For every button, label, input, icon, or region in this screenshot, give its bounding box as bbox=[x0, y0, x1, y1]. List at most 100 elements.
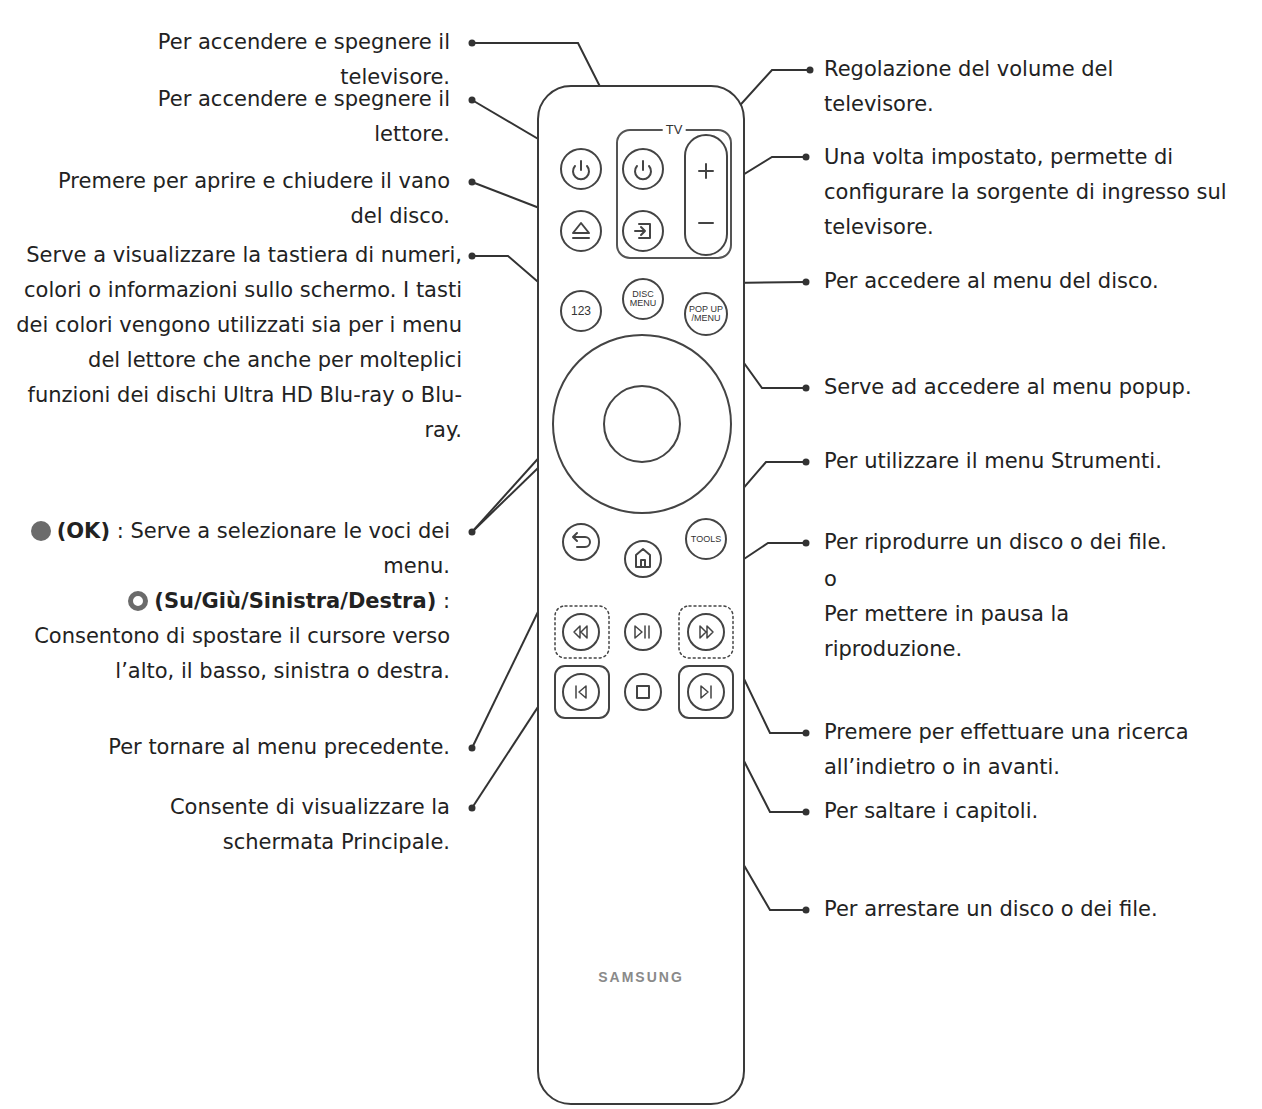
stop-button bbox=[625, 674, 661, 710]
callout-text: Per accendere e spegnere il lettore. bbox=[90, 82, 450, 152]
callout-text: Per utilizzare il menu Strumenti. bbox=[824, 449, 1162, 473]
play-icon bbox=[635, 626, 642, 638]
next-icon bbox=[701, 686, 711, 698]
power-icon bbox=[642, 161, 644, 170]
callout-text: Per riprodurre un disco o dei file. bbox=[824, 525, 1249, 560]
callout-text: o bbox=[824, 562, 1249, 597]
remote-buttons bbox=[539, 87, 747, 1107]
leader-dot bbox=[803, 907, 810, 914]
direction-symbol bbox=[128, 591, 148, 611]
ok-symbol bbox=[31, 521, 51, 541]
leader-dot bbox=[803, 459, 810, 466]
search-group-outline bbox=[679, 606, 733, 658]
previous-icon bbox=[576, 686, 586, 698]
previous-button bbox=[563, 674, 599, 710]
button-name: (OK) bbox=[57, 519, 110, 543]
callout-text: Per arrestare un disco o dei file. bbox=[824, 897, 1158, 921]
power-button bbox=[561, 149, 601, 189]
callout-text: Serve a visualizzare la tastiera di nume… bbox=[14, 238, 462, 448]
callout-text: Premere per effettuare una ricerca all’i… bbox=[824, 715, 1249, 785]
callout-text: Per accedere al menu del disco. bbox=[824, 264, 1249, 299]
next-button bbox=[688, 674, 724, 710]
callout-text: Consente di visualizzare la schermata Pr… bbox=[170, 795, 450, 854]
forward-button bbox=[688, 614, 724, 650]
leader-dot bbox=[803, 385, 810, 392]
callout-text: Una volta impostato, permette di configu… bbox=[824, 140, 1249, 245]
source-icon bbox=[635, 227, 645, 235]
callout-text: Per accedere al menu del disco. bbox=[824, 269, 1159, 293]
tv-power-button bbox=[623, 149, 663, 189]
ok-button bbox=[604, 386, 680, 462]
leader-dot bbox=[469, 745, 476, 752]
leader-dot bbox=[803, 730, 810, 737]
tv-control-group: TV bbox=[616, 129, 732, 259]
leader-dot bbox=[469, 40, 476, 47]
eject-icon bbox=[573, 237, 589, 239]
callout-text: Per accendere e spegnere il televisore. bbox=[90, 25, 450, 95]
callout-text: Per saltare i capitoli. bbox=[824, 794, 1249, 829]
button-label: 123 bbox=[571, 305, 591, 317]
power-icon bbox=[580, 161, 582, 170]
back-button bbox=[563, 524, 599, 560]
forward-icon bbox=[700, 626, 713, 638]
button-name: (Su/Giù/Sinistra/Destra) bbox=[154, 589, 436, 613]
callout-text: : Serve a selezionare le voci dei menu. bbox=[117, 519, 450, 578]
leader-dot bbox=[803, 279, 810, 286]
remote-body: SAMSUNG TV 123 DISC MENU POP UP /MENU TOOLS bbox=[537, 85, 745, 1105]
callout-text: Una volta impostato, permette di configu… bbox=[824, 145, 1227, 239]
eject-button bbox=[561, 211, 601, 251]
button-label: DISC MENU bbox=[627, 290, 659, 308]
callout-text: Per riprodurre un disco o dei file. bbox=[824, 530, 1167, 554]
brand-logo: SAMSUNG bbox=[539, 969, 743, 985]
group-label: TV bbox=[663, 122, 686, 138]
stop-icon bbox=[637, 686, 649, 698]
callout-text: Serve a visualizzare la tastiera di nume… bbox=[16, 243, 462, 442]
leader-dot bbox=[469, 179, 476, 186]
eject-icon bbox=[573, 223, 589, 233]
volume-rocker bbox=[685, 135, 727, 255]
callout-text: Per mettere in pausa la riproduzione. bbox=[824, 602, 1069, 661]
callout-text: Per utilizzare il menu Strumenti. bbox=[824, 444, 1249, 479]
number-button: 123 bbox=[560, 290, 602, 332]
callout-text: Per tornare al menu precedente. bbox=[108, 735, 450, 759]
disc-menu-button: DISC MENU bbox=[622, 278, 664, 320]
leader-dot bbox=[469, 805, 476, 812]
leader-dot bbox=[803, 540, 810, 547]
pause-icon bbox=[645, 626, 649, 638]
leader-dot bbox=[469, 253, 476, 260]
popup-menu-button: POP UP /MENU bbox=[684, 292, 728, 336]
button-label: POP UP /MENU bbox=[689, 305, 723, 323]
search-group-outline bbox=[555, 606, 609, 658]
source-button bbox=[623, 211, 663, 251]
leader-dot bbox=[469, 529, 476, 536]
tools-button: TOOLS bbox=[685, 518, 727, 560]
callout-text: Per accendere e spegnere il televisore. bbox=[158, 30, 450, 89]
direction-ring bbox=[553, 335, 731, 513]
button-label: TOOLS bbox=[691, 535, 721, 544]
back-icon bbox=[573, 533, 590, 547]
volume-plus-icon bbox=[699, 164, 713, 178]
volume-minus-icon bbox=[699, 222, 713, 224]
callout-text: Serve ad accedere al menu popup. bbox=[824, 375, 1192, 399]
callout-text: Consente di visualizzare la schermata Pr… bbox=[70, 790, 450, 860]
callout-text: (OK) : Serve a selezionare le voci dei m… bbox=[10, 514, 450, 584]
callout-text: Per accendere e spegnere il lettore. bbox=[158, 87, 450, 146]
leader-dot bbox=[807, 67, 814, 74]
callout-text: Per arrestare un disco o dei file. bbox=[824, 892, 1249, 927]
rewind-button bbox=[563, 614, 599, 650]
callout-text: Regolazione del volume del televisore. bbox=[824, 52, 1224, 122]
chapter-group-outline bbox=[679, 666, 733, 718]
callout-text: Per saltare i capitoli. bbox=[824, 799, 1038, 823]
callout-text: o bbox=[824, 567, 837, 591]
rewind-icon bbox=[574, 626, 587, 638]
callout-text: Premere per aprire e chiudere il vano de… bbox=[50, 164, 450, 234]
callout-text: Per mettere in pausa la riproduzione. bbox=[824, 597, 1144, 667]
callout-text: Serve ad accedere al menu popup. bbox=[824, 370, 1254, 405]
play-pause-button bbox=[625, 614, 661, 650]
home-button bbox=[625, 541, 661, 577]
leader-dot bbox=[803, 809, 810, 816]
callout-text: (Su/Giù/Sinistra/Destra) : Consentono di… bbox=[10, 584, 450, 689]
callout-text: Premere per effettuare una ricerca all’i… bbox=[824, 720, 1189, 779]
leader-dot bbox=[803, 154, 810, 161]
callout-text: Premere per aprire e chiudere il vano de… bbox=[58, 169, 450, 228]
